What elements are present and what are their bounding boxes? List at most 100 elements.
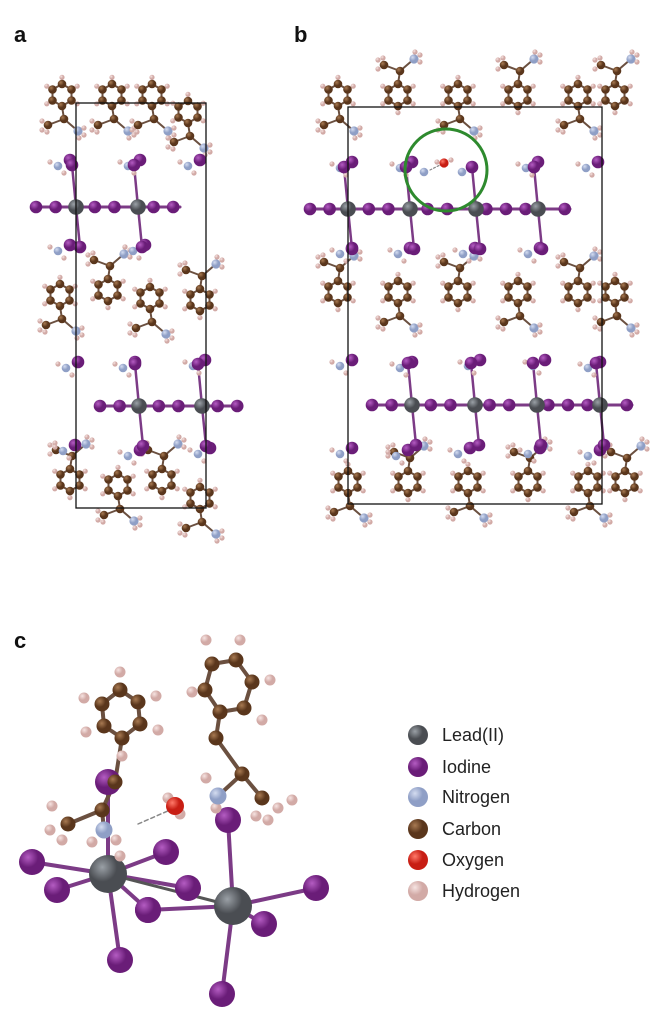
hydrogen-atom bbox=[565, 505, 571, 511]
hydrogen-atom bbox=[176, 434, 182, 440]
hydrogen-atom bbox=[360, 470, 366, 476]
iodine-atom bbox=[440, 202, 454, 216]
carbon-atom bbox=[96, 718, 112, 734]
hydrogen-atom bbox=[570, 470, 576, 476]
hydrogen-atom bbox=[530, 101, 536, 107]
nitrogen-atom bbox=[393, 249, 403, 259]
hydrogen-atom bbox=[320, 252, 326, 258]
lead-swatch-icon bbox=[408, 725, 428, 745]
hydrogen-atom bbox=[201, 458, 207, 464]
lead-atom bbox=[194, 398, 210, 414]
iodine-atom bbox=[128, 357, 142, 371]
hydrogen-atom bbox=[515, 161, 521, 167]
hydrogen-atom bbox=[457, 359, 463, 365]
carbon-atom bbox=[585, 501, 595, 511]
carbon-atom bbox=[449, 507, 459, 517]
lead-atom bbox=[530, 201, 546, 217]
hydrogen-atom bbox=[212, 486, 218, 492]
carbon-atom bbox=[113, 469, 123, 479]
carbon-atom bbox=[463, 466, 473, 476]
hydrogen-atom bbox=[590, 101, 596, 107]
hydrogen-atom bbox=[367, 519, 373, 525]
carbon-atom bbox=[208, 730, 224, 746]
hydrogen-atom bbox=[560, 83, 566, 89]
hydrogen-atom bbox=[477, 132, 483, 138]
carbon-atom bbox=[559, 257, 569, 267]
hydrogen-atom bbox=[470, 298, 476, 304]
hydrogen-atom bbox=[329, 447, 335, 453]
carbon-atom bbox=[123, 475, 132, 484]
carbon-atom bbox=[345, 501, 355, 511]
carbon-atom bbox=[94, 280, 103, 289]
carbon-atom bbox=[94, 802, 110, 818]
hydrogen-atom bbox=[570, 488, 576, 494]
hydrogen-atom bbox=[320, 280, 326, 286]
carbon-atom bbox=[104, 486, 113, 495]
hydrogen-atom bbox=[560, 298, 566, 304]
hydrogen-atom bbox=[380, 280, 386, 286]
hydrogen-atom bbox=[585, 461, 591, 467]
carbon-atom bbox=[473, 483, 482, 492]
hydrogen-atom bbox=[401, 258, 407, 264]
carbon-atom bbox=[569, 507, 579, 517]
hydrogen-atom bbox=[52, 440, 58, 446]
carbon-atom bbox=[205, 301, 214, 310]
hydrogen-atom bbox=[335, 74, 341, 80]
hydrogen-atom bbox=[410, 83, 416, 89]
carbon-atom bbox=[575, 114, 585, 124]
hydrogen-atom bbox=[537, 329, 543, 335]
hydrogen-atom bbox=[500, 83, 506, 89]
atom-legend: Lead(II) Iodine Nitrogen Carbon Oxygen H… bbox=[408, 725, 520, 901]
hydrogen-swatch-icon bbox=[408, 881, 428, 901]
hydrogen-atom bbox=[417, 322, 423, 328]
hydrogen-atom bbox=[500, 101, 506, 107]
hydrogen-atom bbox=[629, 49, 635, 55]
hydrogen-atom bbox=[537, 59, 543, 65]
carbon-atom bbox=[606, 447, 616, 457]
hydrogen-atom bbox=[90, 296, 96, 302]
carbon-atom bbox=[65, 296, 74, 305]
hydrogen-atom bbox=[495, 66, 501, 72]
carbon-atom bbox=[319, 120, 329, 130]
hydrogen-atom bbox=[395, 110, 401, 116]
carbon-atom bbox=[212, 704, 228, 720]
nitrogen-atom bbox=[211, 529, 221, 539]
hydrogen-atom bbox=[480, 470, 486, 476]
carbon-atom bbox=[186, 301, 195, 310]
hydrogen-atom bbox=[117, 449, 123, 455]
carbon-atom bbox=[334, 483, 343, 492]
hydrogen-atom bbox=[182, 359, 188, 365]
iodine-atom bbox=[93, 399, 107, 413]
carbon-atom bbox=[183, 118, 193, 128]
iodine-atom bbox=[597, 438, 611, 452]
nitrogen-atom bbox=[529, 323, 539, 333]
iodine-atom bbox=[502, 398, 516, 412]
hydrogen-atom bbox=[590, 83, 596, 89]
hydrogen-atom bbox=[90, 250, 96, 256]
carbon-atom bbox=[89, 255, 99, 265]
hydrogen-atom bbox=[134, 129, 140, 135]
hydrogen-atom bbox=[505, 453, 511, 459]
hydrogen-atom bbox=[390, 488, 396, 494]
iodine-atom bbox=[88, 200, 102, 214]
hydrogen-atom bbox=[149, 74, 155, 80]
carbon-atom bbox=[395, 66, 405, 76]
hydrogen-atom bbox=[132, 304, 138, 310]
carbon-atom bbox=[611, 472, 620, 481]
carbon-atom bbox=[596, 317, 606, 327]
hydrogen-atom bbox=[420, 470, 426, 476]
carbon-atom bbox=[559, 120, 569, 130]
hydrogen-atom bbox=[207, 142, 213, 148]
iodine-atom bbox=[303, 202, 317, 216]
carbon-atom bbox=[195, 284, 205, 294]
hydrogen-atom bbox=[57, 274, 63, 280]
legend-label-lead: Lead(II) bbox=[442, 725, 504, 745]
hydrogen-atom bbox=[452, 247, 458, 253]
hydrogen-atom bbox=[320, 101, 326, 107]
nitrogen-atom bbox=[129, 516, 139, 526]
hydrogen-bond bbox=[429, 164, 441, 171]
iodine-atom bbox=[385, 398, 398, 412]
hydrogen-atom bbox=[174, 486, 180, 492]
carbon-atom bbox=[94, 696, 110, 712]
iodine-atom bbox=[561, 398, 575, 412]
